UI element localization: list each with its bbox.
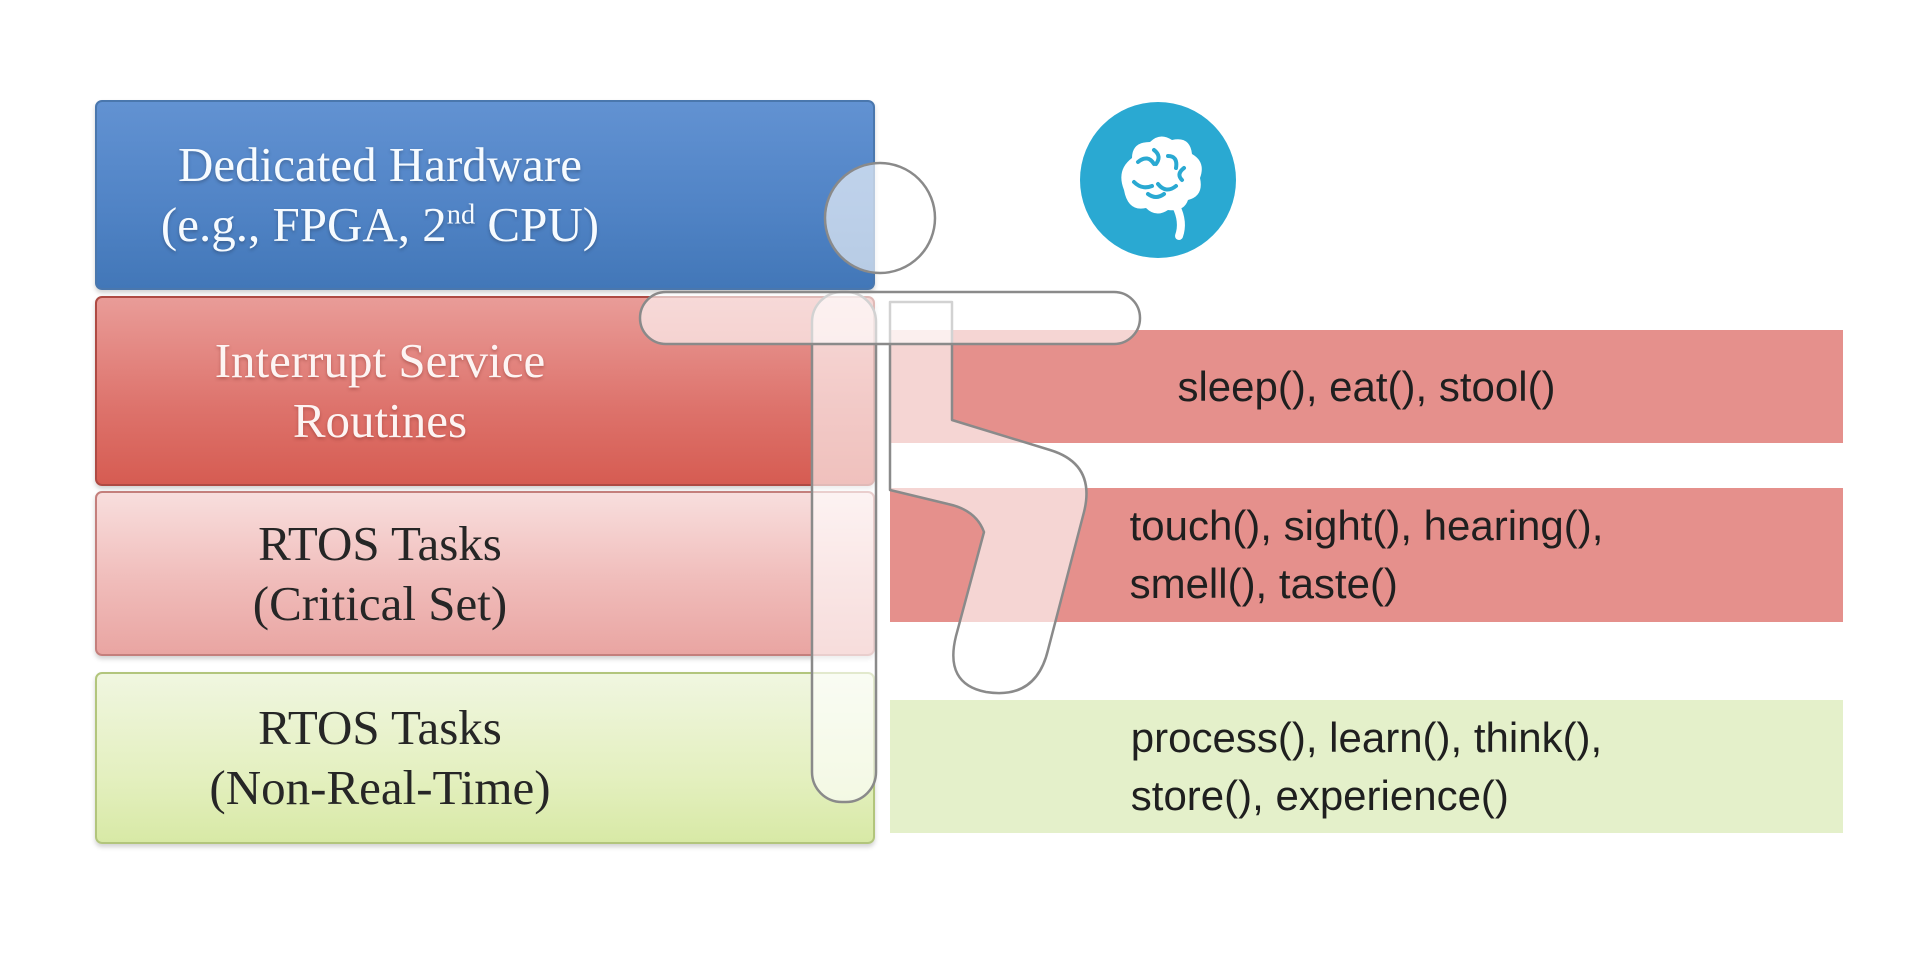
- brain-glyph: [1121, 136, 1202, 214]
- box-critical-line2: (Critical Set): [252, 575, 508, 631]
- brain-circle: [1080, 102, 1236, 258]
- box-dedicated-hardware: Dedicated Hardware (e.g., FPGA, 2nd CPU): [95, 100, 875, 290]
- box-dedicated-hardware-line2: (e.g., FPGA, 2nd CPU): [160, 197, 600, 252]
- box-dedicated-hardware-line1: Dedicated Hardware: [177, 137, 582, 193]
- bar-sensory-functions: touch(), sight(), hearing(), smell(), ta…: [890, 488, 1843, 622]
- box-rtos-tasks-non-real-time: RTOS Tasks (Non-Real-Time): [95, 672, 875, 844]
- bar-cognition-line2: store(), experience(): [1130, 771, 1509, 819]
- bar-autonomic-line1: sleep(), eat(), stool(): [1177, 362, 1556, 410]
- bar-cognitive-functions: process(), learn(), think(), store(), ex…: [890, 700, 1843, 833]
- box-critical-line1: RTOS Tasks: [258, 515, 502, 571]
- box-nonrt-line1: RTOS Tasks: [258, 700, 502, 756]
- brain-stem: [1172, 202, 1185, 240]
- bar-cognition-line1: process(), learn(), think(),: [1130, 713, 1603, 761]
- bar-autonomic-functions: sleep(), eat(), stool(): [890, 330, 1843, 443]
- bar-senses-line2: smell(), taste(): [1129, 560, 1398, 607]
- box-isr-line2: Routines: [292, 393, 468, 448]
- bar-senses-line1: touch(), sight(), hearing(),: [1129, 502, 1604, 549]
- box-nonrt-line2: (Non-Real-Time): [209, 760, 551, 815]
- box-interrupt-service-routines: Interrupt Service Routines: [95, 296, 875, 486]
- brain-folds: [1132, 148, 1186, 199]
- box-rtos-tasks-critical: RTOS Tasks (Critical Set): [95, 491, 875, 656]
- box-isr-line1: Interrupt Service: [214, 333, 546, 389]
